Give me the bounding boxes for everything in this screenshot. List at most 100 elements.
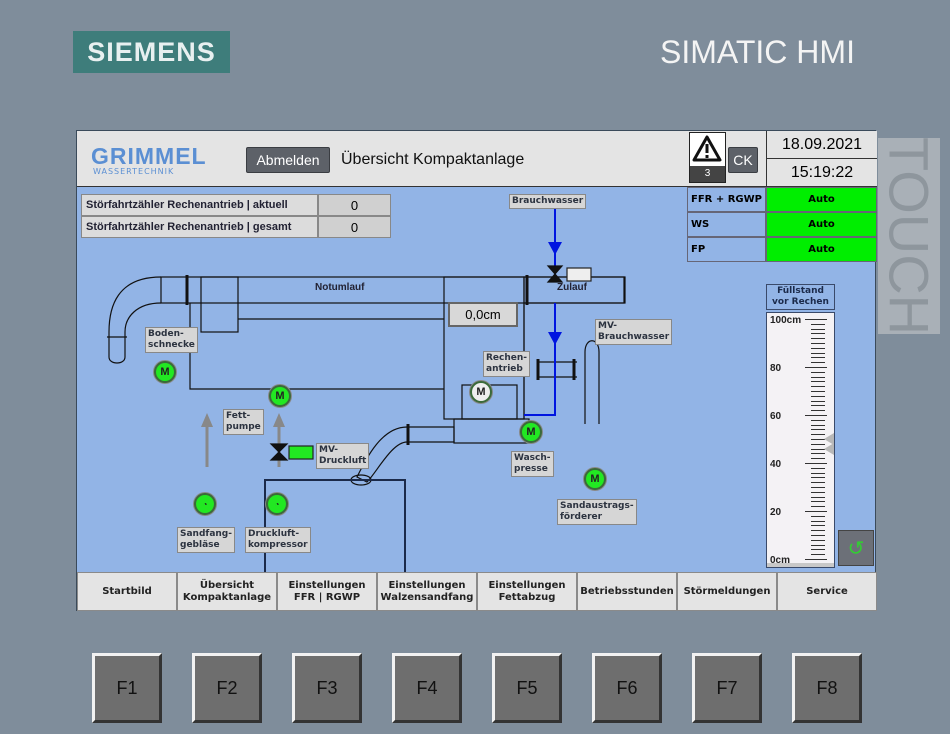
motor-rechenantrieb[interactable]: M xyxy=(470,381,492,403)
gauge-tick xyxy=(811,453,825,455)
gauge-tick xyxy=(805,511,827,512)
status-label-fp: FP xyxy=(687,237,766,262)
gauge-tick xyxy=(811,381,825,383)
gauge-tick xyxy=(811,544,825,546)
gauge-label: 20 xyxy=(770,507,782,518)
function-key[interactable]: F4 xyxy=(392,653,462,723)
gauge-marker xyxy=(824,442,834,455)
gauge-tick xyxy=(811,371,825,373)
alarm-indicator[interactable]: 3 xyxy=(689,132,726,183)
mv-brauchwasser-valve-icon xyxy=(546,265,564,283)
date-display: 18.09.2021 xyxy=(766,131,877,159)
status-label-ffr: FFR + RGWP xyxy=(687,187,766,212)
nav-button[interactable]: Startbild xyxy=(77,572,177,611)
trend-button[interactable]: ↺ xyxy=(838,530,874,566)
counter-value-current: 0 xyxy=(318,194,391,216)
gauge-tick xyxy=(811,424,825,426)
gauge-tick xyxy=(811,506,825,508)
gauge-tick xyxy=(811,515,825,517)
grimmel-logo: GRIMMEL xyxy=(91,143,207,169)
level-gauge: 100cm 80 60 40 20 0cm xyxy=(766,312,835,568)
status-value-ffr[interactable]: Auto xyxy=(766,187,877,212)
nav-button[interactable]: Einstellungen Fettabzug xyxy=(477,572,577,611)
status-value-ws[interactable]: Auto xyxy=(766,212,877,237)
nav-button[interactable]: Einstellungen Walzensandfang xyxy=(377,572,477,611)
function-key[interactable]: F5 xyxy=(492,653,562,723)
druckluft-label: Druckluft- kompressor xyxy=(245,527,311,553)
gauge-tick xyxy=(811,391,825,392)
function-key[interactable]: F7 xyxy=(692,653,762,723)
gauge-tick xyxy=(811,362,825,364)
gauge-tick xyxy=(811,419,825,421)
ack-button[interactable]: CK xyxy=(728,147,758,173)
level-display: 0,0cm xyxy=(448,302,518,327)
sandaustrag-label: Sandaustrags- förderer xyxy=(557,499,637,525)
mv-druckluft-label: MV- Druckluft xyxy=(316,443,370,469)
function-key[interactable]: F3 xyxy=(292,653,362,723)
bodenschnecke-label: Boden- schnecke xyxy=(145,327,198,353)
gauge-title: Füllstand vor Rechen xyxy=(766,284,835,310)
gauge-tick xyxy=(811,472,825,474)
gauge-tick xyxy=(811,429,825,431)
motor-sandaustrag[interactable]: M xyxy=(584,468,606,490)
gauge-tick xyxy=(811,343,825,344)
gauge-tick xyxy=(811,405,825,407)
nav-button[interactable]: Übersicht Kompaktanlage xyxy=(177,572,277,611)
compressor-druckluft-icon[interactable]: ◔ xyxy=(266,493,288,515)
gauge-tick xyxy=(805,367,827,368)
gauge-tick xyxy=(811,535,825,536)
gauge-tick xyxy=(811,395,825,397)
status-label-ws: WS xyxy=(687,212,766,237)
gauge-tick xyxy=(811,549,825,551)
nav-button[interactable]: Service xyxy=(777,572,877,611)
gauge-marker xyxy=(824,433,834,445)
counter-label-current: Störfahrtzähler Rechenantrieb | aktuell xyxy=(81,194,318,216)
function-key[interactable]: F2 xyxy=(192,653,262,723)
grimmel-logo-sub: WASSERTECHNIK xyxy=(93,167,175,176)
gauge-tick xyxy=(811,496,825,498)
gauge-tick xyxy=(811,448,825,450)
gauge-tick xyxy=(811,554,825,556)
counter-value-total: 0 xyxy=(318,216,391,238)
fettpumpe-label: Fett- pumpe xyxy=(223,409,264,435)
gauge-tick xyxy=(811,434,825,436)
status-value-fp[interactable]: Auto xyxy=(766,237,877,262)
function-key[interactable]: F6 xyxy=(592,653,662,723)
waschpresse-label: Wasch- presse xyxy=(511,451,554,477)
zulauf-label: Zulauf xyxy=(557,282,587,293)
gauge-tick xyxy=(811,530,825,532)
gauge-tick xyxy=(811,482,825,484)
nav-button[interactable]: Betriebsstunden xyxy=(577,572,677,611)
gauge-tick xyxy=(811,386,825,388)
gauge-tick xyxy=(811,525,825,527)
motor-waschpresse[interactable]: M xyxy=(520,421,542,443)
gauge-label: 0cm xyxy=(770,555,791,566)
gauge-tick xyxy=(811,539,825,541)
logout-button[interactable]: Abmelden xyxy=(246,147,330,173)
gauge-tick xyxy=(805,319,827,320)
alarm-count: 3 xyxy=(690,166,725,182)
sandfang-label: Sandfang- gebläse xyxy=(177,527,235,553)
gauge-tick xyxy=(811,376,825,378)
gauge-tick xyxy=(811,328,825,330)
mv-druckluft-valve-icon xyxy=(269,443,289,461)
nav-button[interactable]: Störmeldungen xyxy=(677,572,777,611)
motor-fettpumpe[interactable]: M xyxy=(269,385,291,407)
gauge-tick xyxy=(811,400,825,402)
gauge-tick xyxy=(811,443,825,445)
function-key[interactable]: F8 xyxy=(792,653,862,723)
gauge-tick xyxy=(811,487,825,488)
blower-sandfang-icon[interactable]: ◔ xyxy=(194,493,216,515)
gauge-label: 100cm xyxy=(770,315,802,326)
siemens-logo: SIEMENS xyxy=(73,31,230,73)
gauge-fill xyxy=(767,563,834,567)
hmi-screen: GRIMMEL WASSERTECHNIK Abmelden Übersicht… xyxy=(76,130,877,611)
brauchwasser-label: Brauchwasser xyxy=(509,194,587,209)
gauge-tick xyxy=(805,463,827,464)
mv-brauchwasser-label: MV- Brauchwasser xyxy=(595,319,673,345)
function-key[interactable]: F1 xyxy=(92,653,162,723)
nav-button[interactable]: Einstellungen FFR | RGWP xyxy=(277,572,377,611)
gauge-tick xyxy=(811,410,825,412)
motor-bodenschnecke[interactable]: M xyxy=(154,361,176,383)
page-title: Übersicht Kompaktanlage xyxy=(341,151,525,168)
